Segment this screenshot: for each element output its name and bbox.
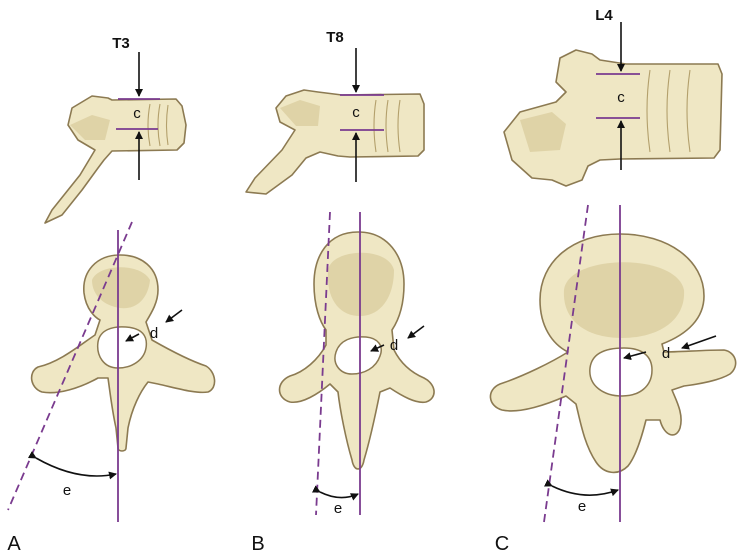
t3-angle-arrow — [36, 458, 116, 476]
l4-d-arrow-outer — [682, 336, 716, 348]
t8-axial-vertebra — [280, 232, 435, 469]
t8-d-arrow-outer — [408, 326, 424, 338]
t3-c-label: c — [133, 105, 141, 122]
t3-lateral-vertebra — [45, 96, 186, 223]
panel-letter-a: A — [7, 533, 21, 555]
t8-angle-arrow — [320, 492, 358, 498]
t3-d-label: d — [150, 325, 158, 342]
t8-d-label: d — [390, 337, 398, 354]
l4-angle-arrow — [552, 486, 618, 495]
t3-d-arrow-outer — [166, 310, 182, 322]
l4-axial-vertebra — [490, 234, 735, 472]
l4-d-label: d — [662, 345, 670, 362]
t8-lateral-vertebra — [246, 90, 424, 194]
t3-axial-vertebra — [32, 255, 215, 451]
t8-e-label: e — [334, 500, 342, 517]
t8-level-label: T8 — [326, 29, 344, 46]
panel-c: L4 c e d C — [490, 7, 735, 555]
t3-level-label: T3 — [112, 35, 130, 52]
panel-a: T3 c e d A — [7, 35, 214, 555]
panel-letter-c: C — [495, 533, 509, 555]
l4-e-label: e — [578, 498, 586, 515]
panel-b: T8 c e d B — [246, 29, 434, 555]
l4-level-label: L4 — [595, 7, 613, 24]
t8-c-label: c — [352, 104, 360, 121]
t3-e-label: e — [63, 482, 71, 499]
l4-c-label: c — [617, 89, 625, 106]
panel-letter-b: B — [251, 533, 264, 555]
